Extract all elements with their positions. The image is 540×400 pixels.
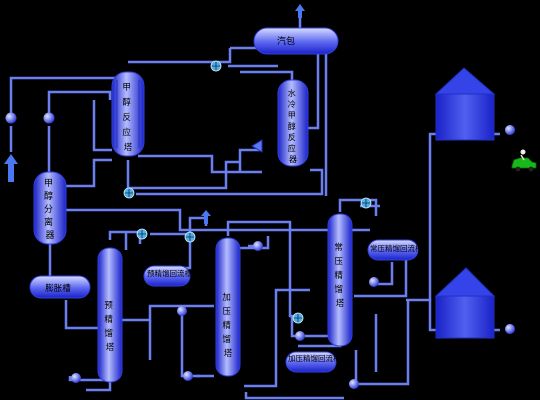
pre-rectifier-label: 预 精 馏 塔 (104, 300, 115, 353)
flash-tank-label: 膨胀槽 (45, 283, 71, 294)
valves (123, 60, 372, 324)
steam-drum-label: 汽包 (277, 35, 295, 47)
pressurized-rectifier-column: 加 压 精 馏 塔 (215, 237, 241, 377)
valve-icon (292, 312, 304, 324)
pre-reflux-tank-label: 预精馏回流槽 (147, 268, 192, 278)
pressurized-reflux-tank: 加压精馏回流槽 (285, 351, 341, 373)
condenser-icon (251, 139, 263, 153)
pressurized-reflux-tank-label: 加压精馏回流槽 (288, 353, 341, 363)
up-arrow-icon (201, 210, 211, 224)
pressurized-rectifier-label: 加 压 精 馏 塔 (222, 292, 233, 359)
methanol-reactor-label: 甲 醇 反 应 塔 (122, 83, 133, 153)
pipe-network (9, 14, 500, 400)
pump-icon (5, 112, 17, 124)
pump-icon (71, 373, 81, 383)
up-arrow-icon (4, 154, 18, 182)
pre-rectifier-column: 预 精 馏 塔 (97, 247, 123, 383)
flash-tank: 膨胀槽 (29, 275, 91, 299)
pump-icon (349, 379, 359, 389)
water-cooled-reactor-label: 水 冷 甲 醇 反 应 器 (288, 88, 299, 164)
methanol-reactor: 甲 醇 反 应 塔 (111, 71, 145, 157)
car-icon (511, 149, 537, 172)
pump-icon (505, 324, 515, 334)
methanol-separator-label: 甲 醇 分 离 器 (44, 178, 56, 241)
steam-drum: 汽包 (253, 27, 339, 55)
valve-icon (210, 60, 222, 72)
up-arrow-icon (295, 4, 305, 18)
pumps (5, 112, 515, 389)
pump-icon (295, 331, 305, 341)
valve-icon (184, 231, 196, 243)
storage-tank-lower (434, 267, 496, 339)
pump-icon (43, 112, 55, 124)
pump-icon (505, 125, 515, 135)
pump-icon (177, 306, 187, 316)
pre-reflux-tank: 预精馏回流槽 (143, 265, 192, 287)
atmospheric-rectifier-label: 常 压 精 馏 塔 (334, 242, 345, 309)
pump-icon (183, 371, 193, 381)
valve-icon (123, 187, 135, 199)
pump-icon (253, 241, 263, 251)
valve-icon (136, 228, 148, 240)
atmospheric-reflux-tank-label: 常压精馏回流槽 (370, 243, 423, 253)
pump-icon (369, 277, 379, 287)
methanol-separator: 甲 醇 分 离 器 (33, 171, 67, 245)
storage-tank-upper (434, 67, 496, 141)
atmospheric-rectifier-column: 常 压 精 馏 塔 (327, 213, 353, 347)
water-cooled-reactor: 水 冷 甲 醇 反 应 器 (277, 79, 309, 167)
atmospheric-reflux-tank: 常压精馏回流槽 (367, 239, 423, 261)
valve-icon (360, 197, 372, 209)
